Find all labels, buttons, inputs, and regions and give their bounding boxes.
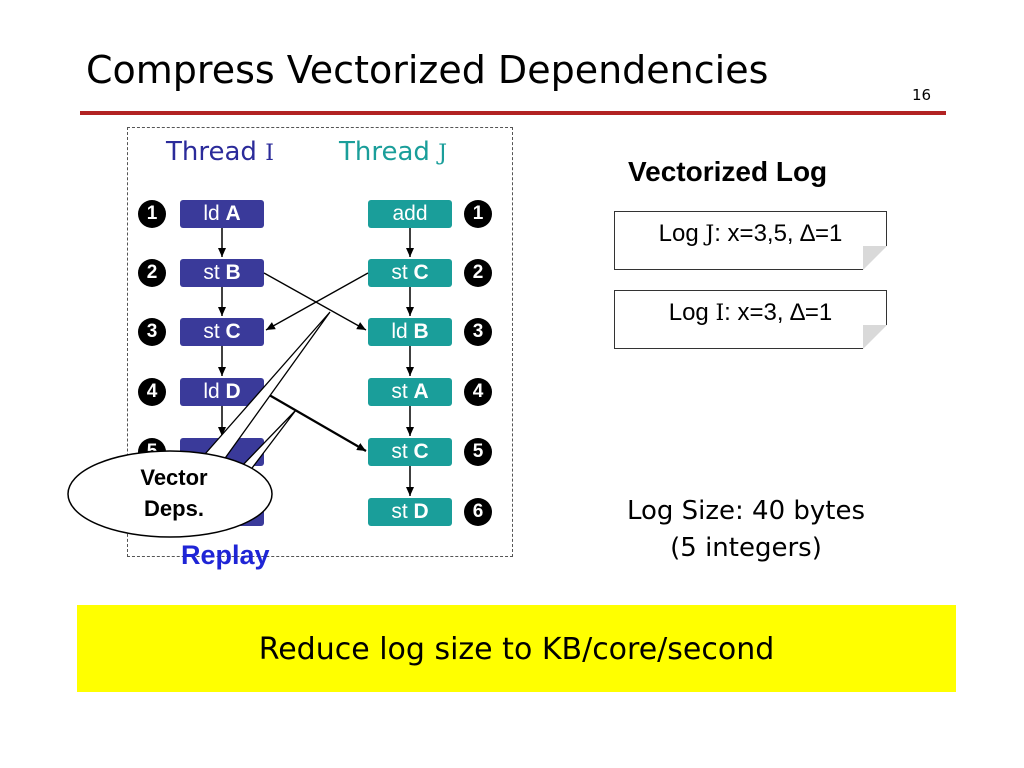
thread-j-label: Thread <box>339 137 430 167</box>
op-arg: C <box>225 320 241 343</box>
thread-i-step-3: 3 <box>138 318 166 346</box>
op-name: ld <box>203 202 220 225</box>
thread-i-step-4: 4 <box>138 378 166 406</box>
thread-j-op-6: st D <box>368 498 452 526</box>
page-fold-icon <box>863 246 887 270</box>
thread-j-op-4: st A <box>368 378 452 406</box>
op-name: st <box>391 500 408 523</box>
log-entry-i: Log I: x=3, ∆=1 <box>614 290 887 349</box>
thread-i-step-1: 1 <box>138 200 166 228</box>
op-arg: B <box>225 261 241 284</box>
thread-j-step-4: 4 <box>464 378 492 406</box>
vectorized-log-title: Vectorized Log <box>628 156 828 187</box>
op-arg: C <box>413 440 429 463</box>
bubble-line-1: Vector <box>140 465 208 490</box>
thread-j-var: J <box>438 141 448 166</box>
log-size-line-2: (5 integers) <box>670 533 822 563</box>
op-name: st <box>391 380 408 403</box>
title-underline <box>80 111 946 115</box>
vector-deps-callout <box>67 450 273 538</box>
op-arg: A <box>413 380 429 403</box>
log-size-note: Log Size: 40 bytes (5 integers) <box>596 493 896 567</box>
bubble-line-2: Deps. <box>144 496 204 521</box>
slide-title: Compress Vectorized Dependencies <box>86 48 769 92</box>
op-name: st <box>203 320 220 343</box>
thread-j-step-1: 1 <box>464 200 492 228</box>
thread-j-header: Thread J <box>339 137 447 167</box>
summary-banner: Reduce log size to KB/core/second <box>77 605 956 692</box>
replay-label: Replay <box>181 540 270 570</box>
log-entry-j: Log J: x=3,5, ∆=1 <box>614 211 887 270</box>
thread-i-op-2: st B <box>180 259 264 287</box>
thread-diagram-panel <box>127 127 513 557</box>
thread-i-op-4: ld D <box>180 378 264 406</box>
thread-j-step-5: 5 <box>464 438 492 466</box>
summary-banner-text: Reduce log size to KB/core/second <box>258 632 775 667</box>
thread-i-var: I <box>265 141 274 166</box>
op-name: ld <box>203 380 220 403</box>
thread-j-step-6: 6 <box>464 498 492 526</box>
op-arg: D <box>225 380 241 403</box>
op-arg: D <box>413 500 429 523</box>
log-values: : x=3,5, ∆=1 <box>714 220 843 247</box>
dep-arrow-i4-to-j5 <box>263 391 367 452</box>
thread-i-op-1: ld A <box>180 200 264 228</box>
op-arg: A <box>225 202 241 225</box>
op-name: st <box>203 261 220 284</box>
op-name: add <box>392 202 428 225</box>
thread-j-op-5: st C <box>368 438 452 466</box>
thread-j-op-2: st C <box>368 259 452 287</box>
log-size-line-1: Log Size: 40 bytes <box>626 496 866 526</box>
dep-arrow-j2-to-i3 <box>265 272 369 331</box>
op-name: ld <box>391 320 408 343</box>
thread-i-header: Thread I <box>166 137 274 167</box>
log-prefix: Log <box>658 220 699 247</box>
op-arg: B <box>413 320 429 343</box>
vector-deps-label: Vector Deps. <box>118 462 230 524</box>
thread-i-op-3: st C <box>180 318 264 346</box>
thread-j-step-3: 3 <box>464 318 492 346</box>
thread-i-step-2: 2 <box>138 259 166 287</box>
op-name: st <box>391 261 408 284</box>
page-fold-icon <box>863 325 887 349</box>
op-arg: C <box>413 261 429 284</box>
log-values: : x=3, ∆=1 <box>724 299 833 326</box>
thread-j-op-1: add <box>368 200 452 228</box>
log-thread-var: I <box>715 301 725 326</box>
thread-j-op-3: ld B <box>368 318 452 346</box>
dep-arrow-i2-to-j3 <box>263 272 367 331</box>
slide-number: 16 <box>912 86 932 104</box>
op-name: st <box>391 440 408 463</box>
thread-i-label: Thread <box>166 137 257 167</box>
thread-j-step-2: 2 <box>464 259 492 287</box>
log-thread-var: J <box>705 222 715 247</box>
log-prefix: Log <box>668 299 709 326</box>
